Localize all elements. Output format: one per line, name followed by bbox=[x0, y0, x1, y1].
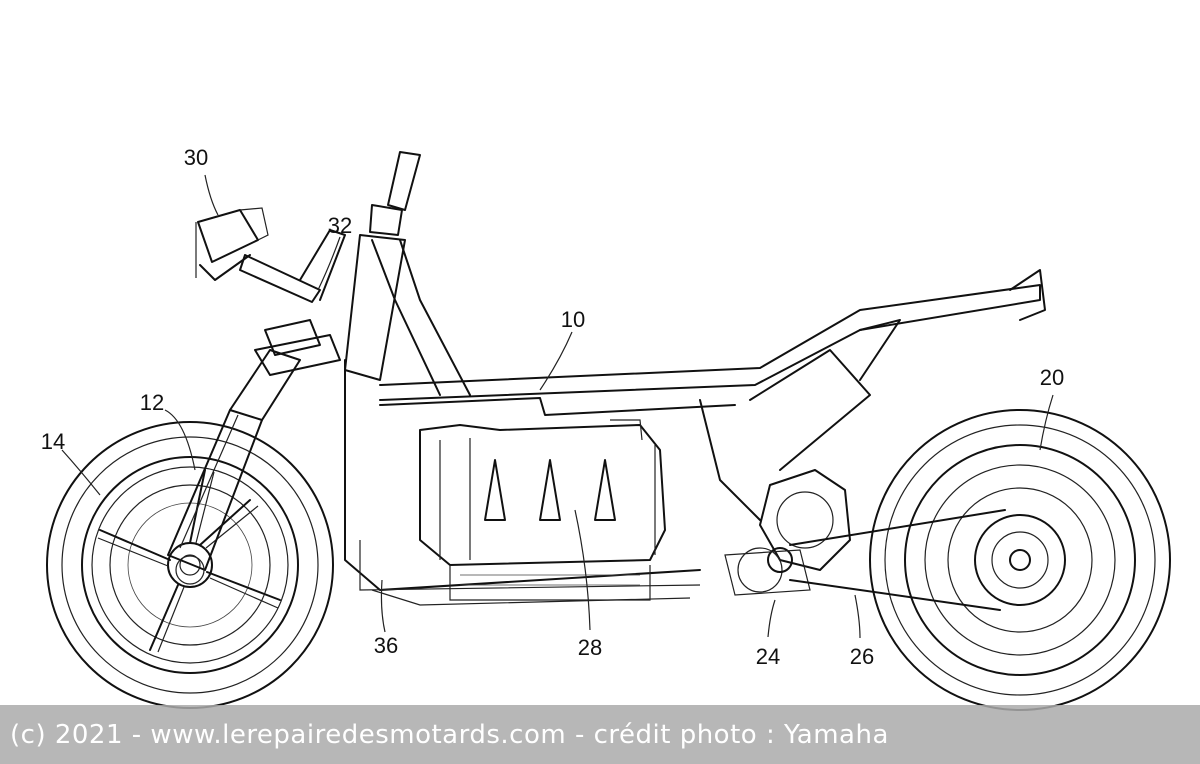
drive-belt bbox=[790, 510, 1005, 610]
label-30: 30 bbox=[184, 147, 208, 169]
rear-wheel bbox=[870, 410, 1170, 710]
label-24: 24 bbox=[756, 646, 780, 668]
label-14: 14 bbox=[41, 431, 65, 453]
electric-motor bbox=[725, 470, 850, 595]
label-26: 26 bbox=[850, 646, 874, 668]
label-36: 36 bbox=[374, 635, 398, 657]
credit-banner: (c) 2021 - www.lerepairedesmotards.com -… bbox=[0, 705, 1200, 764]
front-fork bbox=[168, 320, 340, 584]
label-28: 28 bbox=[578, 637, 602, 659]
main-frame bbox=[345, 240, 1045, 605]
label-32: 32 bbox=[328, 215, 352, 237]
component-30-box bbox=[196, 208, 268, 280]
label-12: 12 bbox=[140, 392, 164, 414]
label-20: 20 bbox=[1040, 367, 1064, 389]
label-10: 10 bbox=[561, 309, 585, 331]
battery-pack bbox=[420, 420, 665, 600]
front-wheel bbox=[47, 422, 333, 708]
credit-text: (c) 2021 - www.lerepairedesmotards.com -… bbox=[10, 720, 889, 750]
